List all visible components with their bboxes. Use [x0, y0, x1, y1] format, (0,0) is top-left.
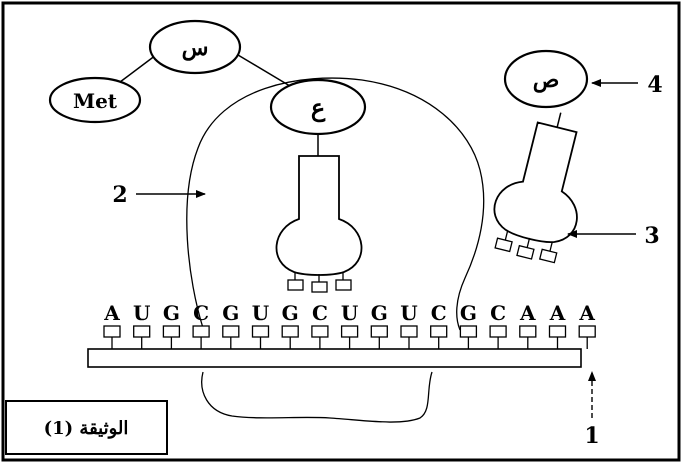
mrna-nucleotide: [519, 325, 537, 338]
mrna-nucleotide: [311, 325, 329, 338]
mrna-nucleotide: [222, 325, 240, 338]
mrna-nucleotide: [251, 325, 270, 338]
caption-box: [5, 400, 168, 455]
mrna-base-letter: G: [282, 301, 299, 325]
mrna-nucleotide: [578, 325, 596, 338]
label-3: 3: [644, 223, 659, 249]
trna-bound: [275, 134, 363, 293]
mrna-base-letter: G: [371, 301, 388, 325]
mrna-base-letter: U: [252, 301, 269, 325]
mrna-nucleotide: [103, 325, 121, 338]
mrna-strand: [87, 348, 582, 368]
mrna-base-letter: G: [460, 301, 477, 325]
mrna-base-letter: A: [549, 301, 566, 325]
mrna-nucleotide: [430, 325, 448, 338]
mrna-base-letter: A: [103, 301, 120, 325]
mrna-base-letter: C: [490, 301, 506, 325]
mrna-nucleotide: [281, 325, 299, 338]
mrna-nucleotide: [489, 325, 507, 338]
mrna-nucleotide: [459, 325, 478, 338]
mrna-nucleotide: [400, 325, 418, 338]
mrna-nucleotide: [548, 325, 567, 338]
mrna-nucleotide: [162, 325, 181, 338]
amino-acid-met-label: Met: [73, 89, 118, 113]
amino-acid-x: [148, 19, 242, 75]
mrna-base-letter: C: [193, 301, 209, 325]
mrna-nucleotide: [133, 325, 151, 338]
mrna-base-letter: U: [341, 301, 358, 325]
mrna-nucleotides: [103, 325, 596, 349]
mrna-base-letter: U: [400, 301, 417, 325]
amino-acid-y-label: ع: [311, 93, 326, 123]
mrna-base-letter: G: [222, 301, 239, 325]
ribosome-small-subunit: [201, 371, 433, 423]
ribosome-large-subunit: [186, 77, 485, 331]
mrna-nucleotide: [370, 325, 388, 338]
mrna-base-letter: U: [133, 301, 150, 325]
label-4: 4: [647, 72, 662, 98]
amino-acid-x-label: س: [182, 35, 209, 61]
label-2: 2: [112, 182, 127, 208]
label-1: 1: [584, 423, 599, 449]
mrna-nucleotide: [340, 325, 359, 338]
mrna-nucleotide: [192, 325, 210, 338]
amino-acid-z: [503, 49, 589, 109]
amino-acid-met: [48, 76, 142, 124]
mrna-base-letter: C: [431, 301, 447, 325]
caption-text: الوثيقة (1): [44, 418, 129, 439]
mrna-base-letter: A: [578, 301, 595, 325]
mrna-base-letter: C: [312, 301, 328, 325]
mrna-base-letter: G: [163, 301, 180, 325]
mrna-base-letter: A: [519, 301, 536, 325]
trna-free: [493, 112, 578, 264]
amino-acid-z-label: ص: [533, 67, 560, 93]
